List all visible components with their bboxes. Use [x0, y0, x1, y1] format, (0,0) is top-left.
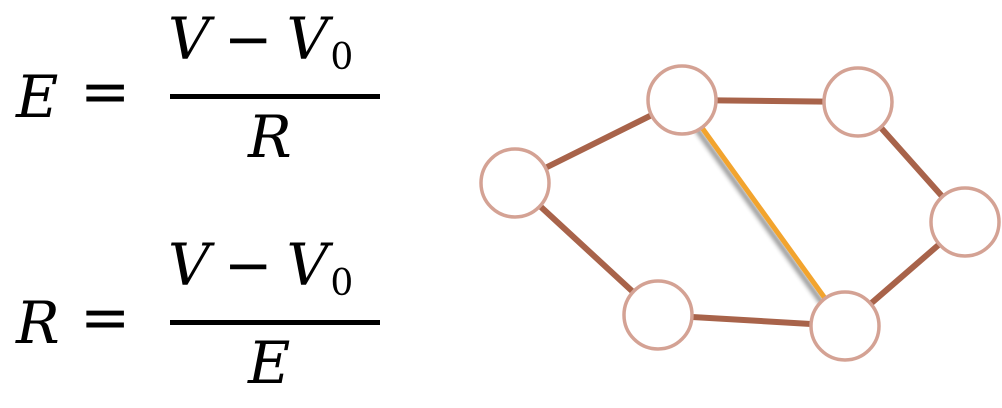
- graph-edges: [512, 97, 968, 329]
- subscript-zero: 0: [330, 263, 354, 304]
- formula-lhs: R: [16, 289, 60, 357]
- node-top-left: [646, 64, 718, 136]
- minus-sign: −: [223, 231, 273, 299]
- node-right: [929, 186, 1001, 258]
- graph-diagram: [479, 64, 1001, 362]
- node-top-right: [822, 66, 894, 138]
- formula-edge-count: R = V−V0 E: [10, 236, 390, 406]
- formula-numerator: V−V0: [168, 10, 353, 76]
- node-left: [479, 147, 551, 219]
- numerator-term-v0: V: [286, 5, 329, 73]
- equals-sign: =: [80, 283, 131, 353]
- subscript-zero: 0: [330, 37, 354, 78]
- minus-sign: −: [223, 5, 273, 73]
- fraction-bar: [170, 94, 380, 99]
- equals-sign: =: [80, 57, 131, 127]
- node-bottom-left: [622, 279, 694, 351]
- formula-denominator: E: [248, 329, 291, 397]
- node-bottom-right: [809, 290, 881, 362]
- formulas-panel: E = V−V0 R R = V−V0 E: [0, 0, 400, 408]
- numerator-term-v: V: [168, 5, 210, 73]
- graph-nodes: [479, 64, 1001, 362]
- formula-energy: E = V−V0 R: [10, 10, 390, 180]
- fraction-bar: [170, 320, 380, 325]
- numerator-term-v: V: [168, 231, 210, 299]
- numerator-term-v0: V: [286, 231, 329, 299]
- edge-highlighted: [679, 97, 848, 329]
- formula-lhs: E: [16, 63, 59, 131]
- formula-numerator: V−V0: [168, 236, 353, 302]
- formula-denominator: R: [248, 103, 292, 171]
